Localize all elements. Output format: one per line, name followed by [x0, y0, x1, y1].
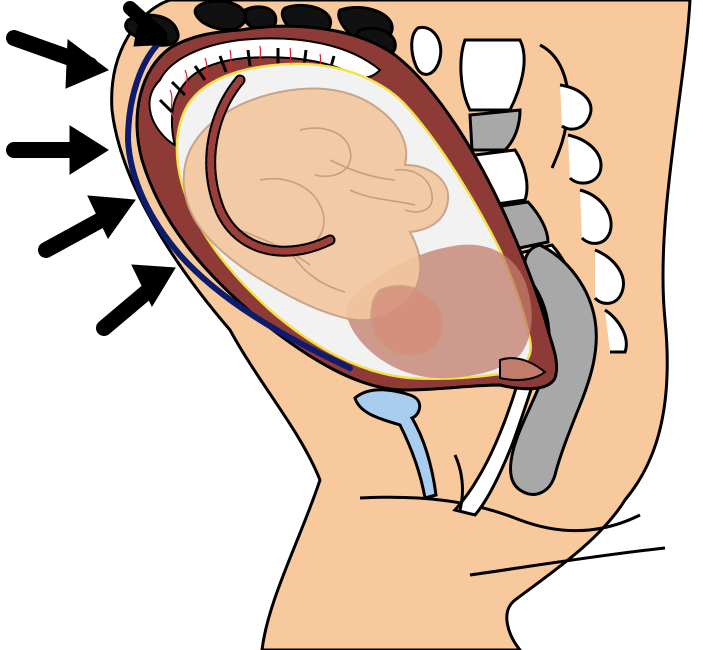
arrow-4: [104, 265, 175, 328]
arrow-1: [14, 38, 108, 88]
arrow-3: [46, 196, 135, 250]
arrow-2: [14, 126, 108, 174]
